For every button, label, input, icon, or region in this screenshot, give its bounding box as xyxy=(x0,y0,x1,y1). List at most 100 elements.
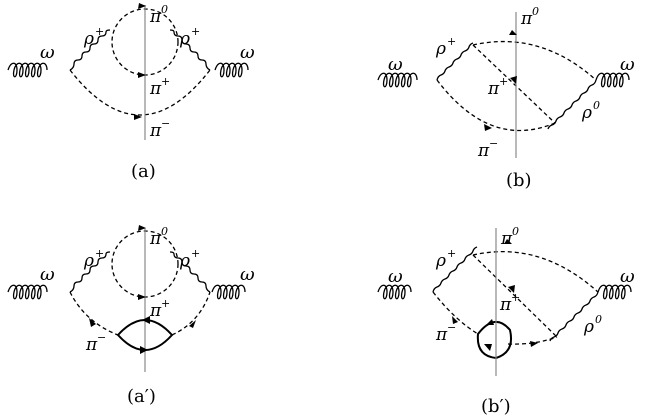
svg-text:π: π xyxy=(149,121,162,141)
svg-text:0: 0 xyxy=(161,3,168,16)
label-pi-zero-a-prime: π 0 xyxy=(149,225,168,249)
svg-text:0: 0 xyxy=(593,99,600,112)
arrow-piminus-right-a-prime xyxy=(189,320,196,328)
svg-text:0: 0 xyxy=(161,225,168,238)
label-omega-right-b-prime: ω xyxy=(620,266,635,287)
arrow-piminus-b xyxy=(484,124,492,131)
label-omega-left-a: ω xyxy=(40,42,55,63)
label-pi-minus-b-prime: π − xyxy=(435,321,456,345)
arrow-piminus-left-a-prime xyxy=(89,318,96,327)
svg-text:0: 0 xyxy=(532,5,539,18)
label-rho-plus-right-a: ρ + xyxy=(179,25,200,49)
label-rho-plus-b: ρ + xyxy=(435,35,456,59)
label-rho-plus-left-a-prime: ρ + xyxy=(83,247,104,271)
label-pi-plus-a: π + xyxy=(149,75,170,99)
svg-text:−: − xyxy=(161,117,170,130)
label-omega-right-a: ω xyxy=(240,42,255,63)
svg-text:+: + xyxy=(447,247,456,260)
label-rho-plus-b-prime: ρ + xyxy=(435,247,456,271)
label-omega-right-b: ω xyxy=(620,54,635,75)
label-pi-zero-b: π 0 xyxy=(520,5,539,29)
svg-text:π: π xyxy=(500,229,513,249)
arrow-piminus-right-b-prime xyxy=(530,341,538,347)
label-pi-minus-b: π − xyxy=(477,137,498,161)
label-rho-zero-b: ρ 0 xyxy=(581,99,600,123)
label-pi-plus-a-prime: π + xyxy=(149,297,170,321)
label-rho-plus-left-a: ρ + xyxy=(83,25,104,49)
fermion-bubble-a-prime xyxy=(116,319,174,351)
label-rho-zero-b-prime: ρ 0 xyxy=(583,313,602,337)
omega-gluon-right-a xyxy=(214,62,249,78)
svg-text:+: + xyxy=(161,75,170,88)
pi-minus-line-b xyxy=(436,79,556,132)
svg-text:−: − xyxy=(97,331,106,344)
svg-text:+: + xyxy=(499,75,508,88)
svg-text:π: π xyxy=(149,301,162,321)
svg-text:ρ: ρ xyxy=(179,29,190,49)
pi-minus-line-right-a-prime xyxy=(171,291,211,336)
omega-gluon-left-a-prime xyxy=(7,284,48,300)
svg-text:π: π xyxy=(520,9,533,29)
caption-b-prime: (b′) xyxy=(481,396,511,417)
pi-zero-line-b-prime xyxy=(472,251,599,293)
diagram-b: ω ω ρ + ρ 0 π 0 π + π − (b) xyxy=(377,5,635,191)
label-pi-minus-a: π − xyxy=(149,117,170,141)
rho-plus-propagator-right-a xyxy=(169,29,211,71)
svg-text:0: 0 xyxy=(512,225,519,238)
svg-text:+: + xyxy=(191,247,200,260)
rho-plus-propagator-left-a xyxy=(69,29,111,71)
svg-text:+: + xyxy=(511,291,520,304)
arrow-piplus-b-prime xyxy=(508,285,515,293)
pi-plus-line-b xyxy=(472,44,556,124)
arrow-pi0-b-prime xyxy=(504,239,512,244)
arrow-piminus-left-b-prime xyxy=(452,316,458,324)
pi-minus-line-right-b-prime xyxy=(507,336,558,345)
omega-gluon-right-a-prime xyxy=(211,284,246,300)
svg-text:+: + xyxy=(95,25,104,38)
svg-text:π: π xyxy=(499,295,512,315)
arrow-bubble-top-a-prime xyxy=(142,316,150,324)
svg-text:+: + xyxy=(191,25,200,38)
svg-text:ρ: ρ xyxy=(435,39,446,59)
label-pi-plus-b-prime: π + xyxy=(499,291,520,315)
label-pi-zero-b-prime: π 0 xyxy=(500,225,519,249)
svg-text:π: π xyxy=(85,335,98,355)
label-pi-zero-a: π 0 xyxy=(149,3,168,27)
pi-plus-line-b-prime xyxy=(472,254,558,338)
svg-text:+: + xyxy=(161,297,170,310)
svg-text:π: π xyxy=(149,7,162,27)
caption-a-prime: (a′) xyxy=(127,386,156,407)
svg-text:ρ: ρ xyxy=(83,251,94,271)
label-omega-left-b-prime: ω xyxy=(388,266,403,287)
label-omega-right-a-prime: ω xyxy=(240,264,255,285)
arrow-bubble-bottom-b-prime xyxy=(484,344,492,351)
arrow-bubble-bottom-a-prime xyxy=(140,346,148,354)
pi-minus-line-a xyxy=(69,69,211,116)
diagram-a: ω ω ρ + ρ + π 0 π + π − (a) xyxy=(7,3,255,182)
diagram-a-prime: ω ω ρ + ρ + π 0 π + π − (a′) xyxy=(7,225,255,407)
arrow-pi0-b xyxy=(509,30,517,35)
caption-b: (b) xyxy=(506,170,532,191)
label-omega-left-b: ω xyxy=(388,54,403,75)
rho-plus-propagator-left-a-prime xyxy=(69,251,111,293)
svg-text:ρ: ρ xyxy=(581,103,592,123)
svg-text:ρ: ρ xyxy=(83,29,94,49)
pi-minus-line-left-a-prime xyxy=(69,291,119,336)
fermion-bubble-b-prime xyxy=(476,321,512,360)
rho-zero-propagator-b-prime xyxy=(549,291,599,342)
svg-text:ρ: ρ xyxy=(435,251,446,271)
omega-gluon-right-b-prime xyxy=(597,284,632,300)
rho-plus-propagator-b-prime xyxy=(432,246,478,293)
svg-text:−: − xyxy=(447,321,456,334)
arrow-bubble-top-b-prime xyxy=(486,319,494,325)
svg-text:π: π xyxy=(477,141,490,161)
arrow-piplus-a-prime xyxy=(138,294,146,300)
label-pi-plus-b: π + xyxy=(487,75,508,99)
svg-text:π: π xyxy=(487,79,500,99)
svg-text:0: 0 xyxy=(595,313,602,326)
svg-text:π: π xyxy=(149,229,162,249)
arrow-piminus-a xyxy=(134,114,142,120)
svg-text:π: π xyxy=(149,79,162,99)
omega-gluon-right-b xyxy=(595,72,630,88)
